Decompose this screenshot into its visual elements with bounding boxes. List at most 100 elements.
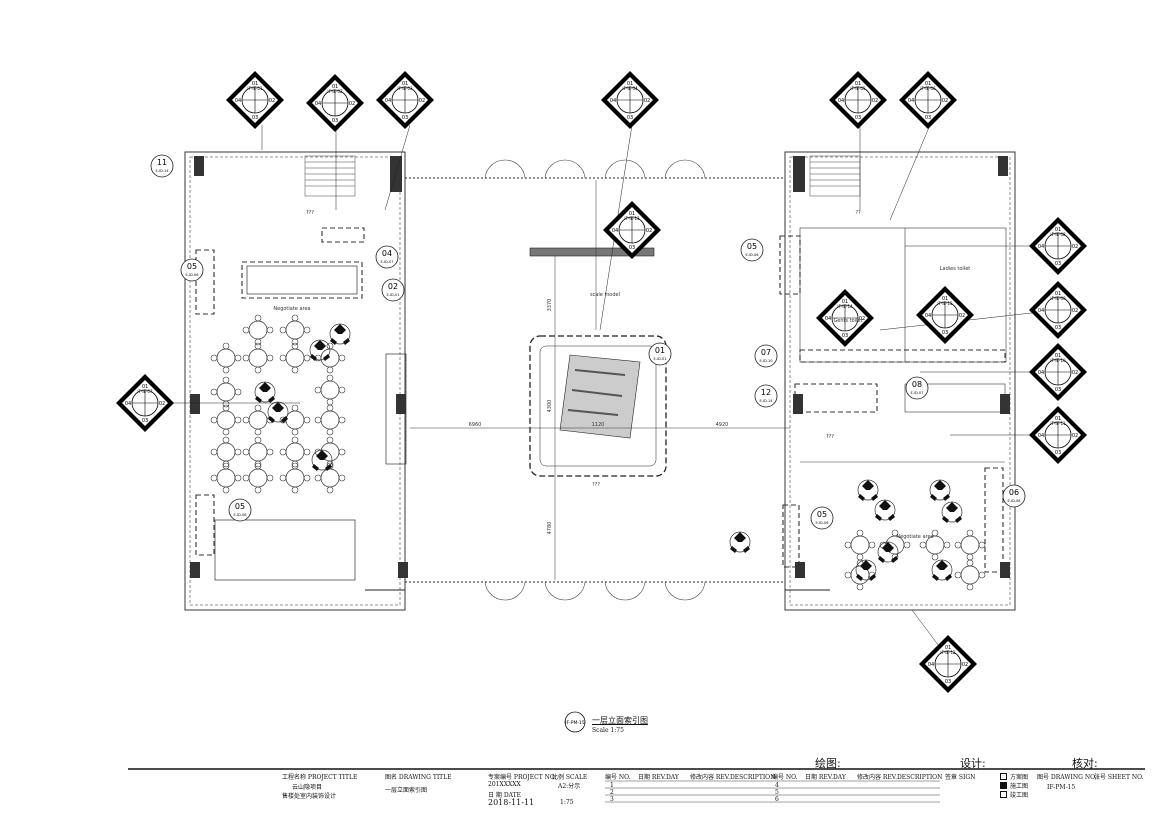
diamond-ref: IF-IE-14 bbox=[837, 304, 853, 309]
dim-6960: 6960 bbox=[469, 422, 482, 428]
rev-day-label-b: 日期 REV.DAY bbox=[805, 774, 846, 781]
callout-num: 05 bbox=[817, 510, 827, 519]
stage-option: 竣工图 bbox=[1000, 790, 1028, 799]
callout-ref: E-ID-06 bbox=[186, 273, 199, 277]
callout-ref: E-ID-10 bbox=[760, 359, 773, 363]
rev-row: 2 bbox=[610, 789, 614, 796]
callout-num: 07 bbox=[761, 348, 771, 357]
diamond-ref: IF-IE-15 bbox=[937, 301, 953, 306]
callout-num: 08 bbox=[912, 380, 922, 389]
rev-desc-label-a: 修改内容 REV.DESCRIPTION bbox=[690, 774, 776, 781]
stage-option: 方案图 bbox=[1000, 772, 1028, 781]
callout-num: 01 bbox=[655, 346, 665, 355]
rev-row: 4 bbox=[775, 782, 779, 789]
diamond-ref: IF-IE-07 bbox=[137, 389, 153, 394]
circle-callouts bbox=[150, 154, 1026, 530]
project-no-value: 201XXXXX bbox=[488, 781, 521, 788]
diamond-ref: IF-IE-05 bbox=[850, 86, 866, 91]
rev-no-label-a: 编号 NO. bbox=[605, 774, 631, 781]
diamond-ref: IF-IE-03 bbox=[397, 86, 413, 91]
title-block-frame bbox=[128, 768, 1145, 803]
callout-num: 04 bbox=[382, 249, 392, 258]
callout-ref: E-ID-07 bbox=[381, 260, 394, 264]
date-value: 2018-11-11 bbox=[488, 798, 535, 807]
checkbox-checked-icon bbox=[1000, 782, 1007, 789]
sign-draw: 绘图: bbox=[815, 757, 841, 770]
sign-check: 核对: bbox=[1072, 757, 1098, 770]
scale-value: A2:分示 bbox=[558, 783, 581, 790]
callout-num: 05 bbox=[187, 262, 197, 271]
callout-ref: E-ID-07 bbox=[911, 391, 924, 395]
sheet-no-label: 张号 SHEET NO. bbox=[1094, 774, 1144, 781]
rev-row: 3 bbox=[610, 796, 614, 803]
right-seating bbox=[729, 479, 986, 591]
label-unknown: ??? bbox=[306, 210, 314, 216]
diamond-ref: IF-IE-09 bbox=[1050, 296, 1066, 301]
dim-4920: 4920 bbox=[716, 422, 729, 428]
room-labels: Negotiate area Negotiate area scale mode… bbox=[273, 210, 970, 540]
dim-3370: 3370 bbox=[547, 299, 553, 312]
diamond-ref: IF-IE-13 bbox=[624, 216, 640, 221]
diamond-ref: IF-IE-11 bbox=[1050, 421, 1066, 426]
right-rooms bbox=[779, 227, 1007, 573]
label-ladies-toilet: Ladies toilet bbox=[940, 266, 971, 272]
label-unknown: ??? bbox=[592, 482, 600, 488]
diamond-ref: IF-IE-01 bbox=[247, 86, 263, 91]
diamond-ref: IF-IE-06 bbox=[920, 86, 936, 91]
diamond-ref: IF-IE-02 bbox=[327, 89, 343, 94]
checkbox-icon bbox=[1000, 773, 1007, 780]
project-no-label: 专案编号 PROJECT NO. bbox=[488, 774, 557, 781]
rev-row: 5 bbox=[775, 789, 779, 796]
callout-num: 11 bbox=[157, 158, 167, 167]
label-negotiate-right: Negotiate area bbox=[896, 534, 933, 540]
label-unknown: ?? bbox=[855, 210, 861, 216]
rev-row: 1 bbox=[610, 782, 614, 789]
dim-1120: 1120 bbox=[592, 422, 605, 428]
callout-ref: E-ID-06 bbox=[234, 513, 247, 517]
drawing-title-value: 一层立面索引图 bbox=[385, 787, 428, 794]
rev-no-label-b: 编号 NO. bbox=[772, 774, 798, 781]
sign-design: 设计: bbox=[960, 757, 986, 770]
date-label: 日 期 DATE bbox=[488, 792, 522, 799]
drawing-caption-scale: Scale 1:75 bbox=[592, 727, 624, 734]
stairs bbox=[304, 155, 861, 197]
callout-num: 06 bbox=[1009, 488, 1019, 497]
callout-ref: E-ID-14 bbox=[760, 399, 774, 403]
project-name-2: 售楼处室内装饰设计 bbox=[282, 793, 337, 800]
diamond-ref: IF-IE-08 bbox=[1050, 232, 1066, 237]
scale-label: 比例 SCALE bbox=[552, 774, 588, 781]
dim-4300: 4300 bbox=[547, 400, 553, 413]
drawing-no-label: 图号 DRAWING NO. bbox=[1037, 774, 1097, 781]
callout-ref: E-ID-06 bbox=[816, 521, 829, 525]
circle-callout-labels: 11 E-ID-14 05 E-ID-06 04 E-ID-07 02 E-ID… bbox=[156, 158, 1021, 525]
diamond-ref: IF-IE-12 bbox=[940, 650, 956, 655]
caption-code: IF-PM-15 bbox=[565, 720, 585, 726]
rev-row: 6 bbox=[775, 796, 779, 803]
rev-desc-label-b: 修改内容 REV.DESCRIPTION bbox=[857, 774, 943, 781]
project-name-1: 云山隐项目 bbox=[292, 784, 323, 791]
callout-num: 02 bbox=[388, 282, 398, 291]
project-title-label: 工程名称 PROJECT TITLE bbox=[282, 774, 358, 781]
building-walls bbox=[184, 151, 1016, 611]
label-unknown: ??? bbox=[826, 434, 834, 440]
checkbox-icon bbox=[1000, 791, 1007, 798]
callout-ref: E-ID-14 bbox=[156, 169, 170, 173]
entrance-doors bbox=[484, 159, 706, 601]
scale-model bbox=[529, 247, 667, 477]
callout-ref: E-ID-01 bbox=[387, 293, 400, 297]
scale-short: 1:75 bbox=[560, 799, 574, 806]
caption-badge: IF-PM-15 bbox=[564, 711, 586, 733]
reception-counter bbox=[195, 227, 407, 581]
drawing-no-value: IF-PM-15 bbox=[1047, 784, 1076, 791]
dim-4780: 4780 bbox=[547, 522, 553, 535]
diamond-labels: IF-IE-01 IF-IE-02 IF-IE-03 IF-IE-04 IF-I… bbox=[137, 86, 1066, 655]
label-gents-toilet: Gents toilet bbox=[833, 318, 862, 324]
sign-stamp-label: 签章 SIGN bbox=[945, 774, 976, 781]
callout-ref: E-ID-06 bbox=[746, 253, 759, 257]
diamond-ref: IF-IE-10 bbox=[1050, 358, 1066, 363]
structural-columns bbox=[190, 156, 1010, 578]
label-negotiate-left: Negotiate area bbox=[273, 306, 310, 312]
callout-num: 12 bbox=[761, 388, 771, 397]
callout-num: 05 bbox=[747, 242, 757, 251]
